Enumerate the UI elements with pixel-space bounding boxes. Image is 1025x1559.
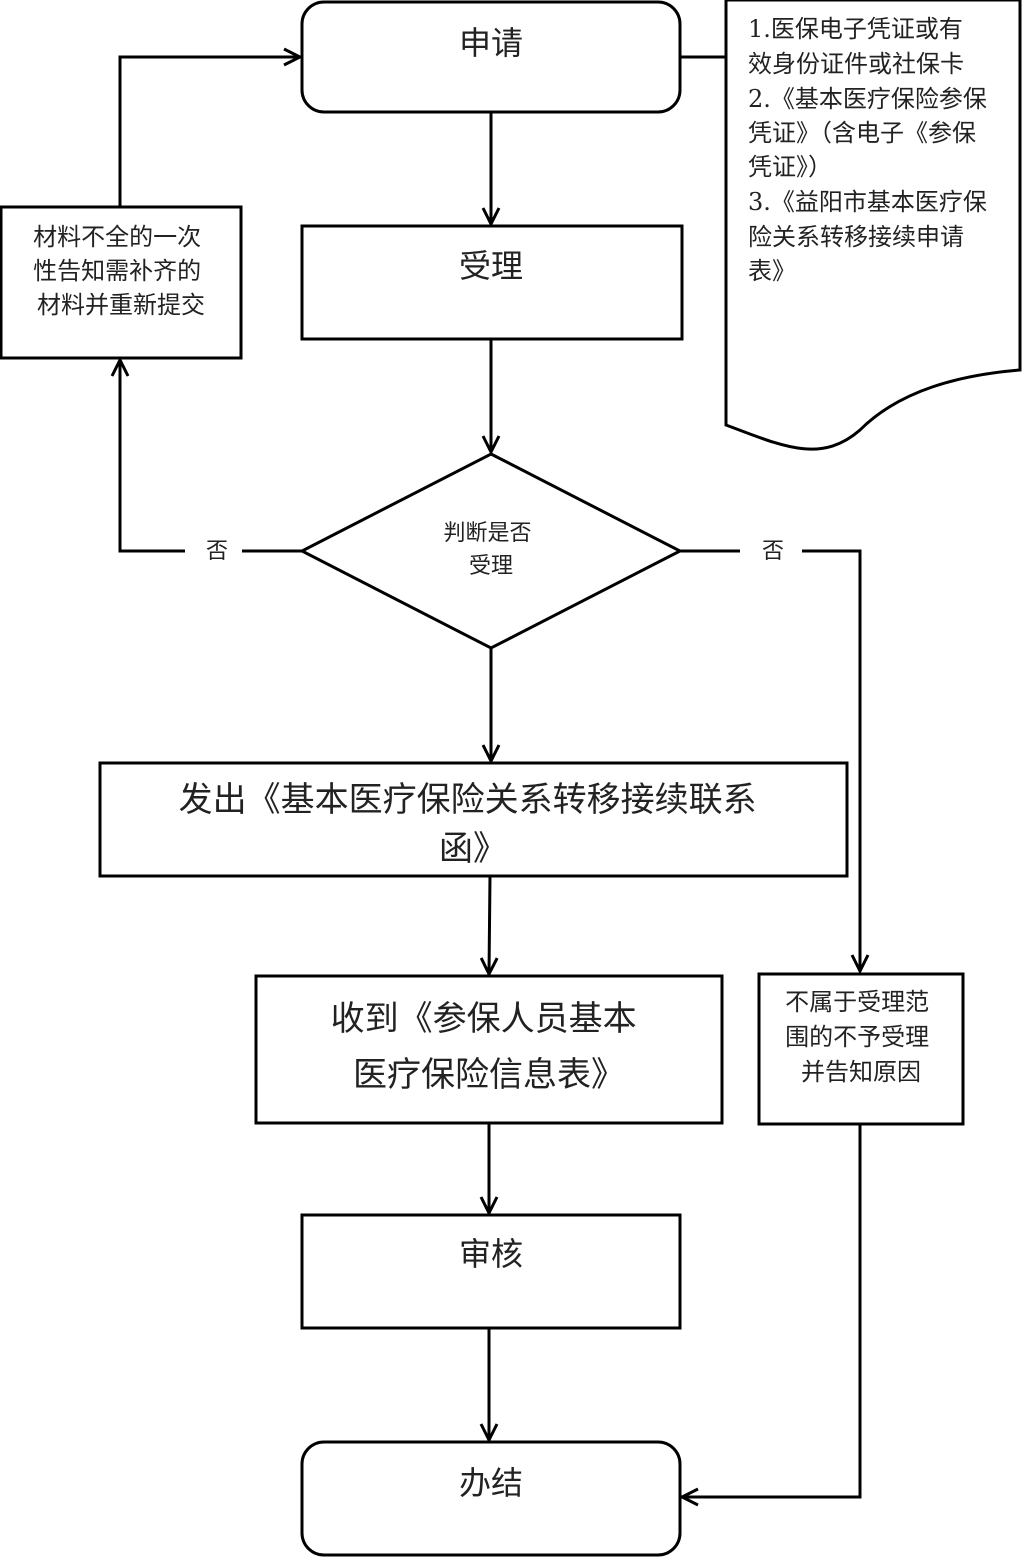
node-rejected: 不属于受理范 围的不予受理 并告知原因 <box>757 972 965 1126</box>
node-apply-label: 申请 <box>459 24 523 62</box>
materials-note: 1.医保电子凭证或有 效身份证件或社保卡 2.《基本医疗保险参保 凭证》（含电子… <box>724 0 1022 451</box>
node-incomplete-label: 材料不全的一次 性告知需补齐的 材料并重新提交 <box>33 223 209 319</box>
edge-label-no-left: 否 <box>206 539 228 564</box>
arrow-rejected-to-complete <box>682 1124 862 1497</box>
node-decision-label: 判断是否 受理 <box>443 521 538 579</box>
node-apply: 申请 <box>300 0 682 114</box>
node-receive-form-label: 收到《参保人员基本 医疗保险信息表》 <box>331 999 648 1095</box>
arrow-resubmit <box>118 57 300 207</box>
node-complete-label: 办结 <box>459 1464 523 1502</box>
node-accept: 受理 <box>300 224 684 341</box>
node-accept-label: 受理 <box>459 247 523 285</box>
materials-note-text: 1.医保电子凭证或有 效身份证件或社保卡 2.《基本医疗保险参保 凭证》（含电子… <box>748 15 995 285</box>
node-receive-form: 收到《参保人员基本 医疗保险信息表》 <box>254 974 724 1125</box>
edge-label-no-right: 否 <box>762 539 784 564</box>
arrow-no-right-b <box>802 549 860 971</box>
node-incomplete-materials: 材料不全的一次 性告知需补齐的 材料并重新提交 <box>0 205 243 360</box>
node-complete: 办结 <box>300 1440 682 1557</box>
node-issue-letter: 发出《基本医疗保险关系转移接续联系 函》 <box>98 761 849 878</box>
node-review-label: 审核 <box>459 1235 523 1273</box>
node-decision: 判断是否 受理 <box>298 452 684 650</box>
arrow-no-left-b <box>120 360 185 553</box>
connectors <box>120 57 860 1497</box>
node-review: 审核 <box>300 1213 682 1330</box>
arrow-letter-to-receive <box>489 875 490 974</box>
node-rejected-label: 不属于受理范 围的不予受理 并告知原因 <box>785 988 937 1086</box>
node-issue-letter-label: 发出《基本医疗保险关系转移接续联系 函》 <box>179 780 768 869</box>
